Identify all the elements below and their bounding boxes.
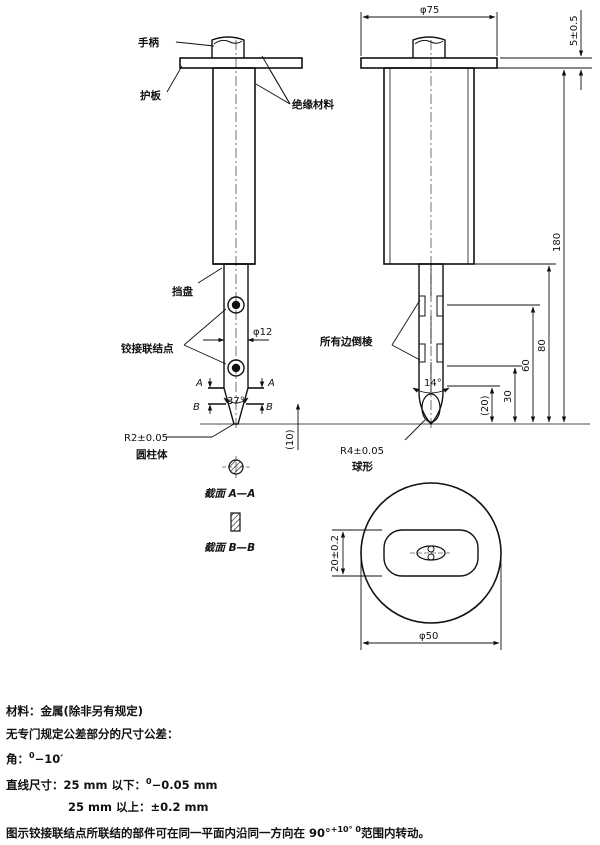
- angle-sup: 0: [29, 751, 35, 760]
- guard-plate-right: [360, 57, 498, 69]
- section-a-marker-right: A: [267, 378, 275, 389]
- angle-tolerance-note: 角：0−10′: [6, 745, 596, 771]
- length-10-dim: (10): [285, 429, 296, 450]
- rotation-note: 图示铰接联结点所联结的部件可在同一平面内沿同一方向在 90°+10° 0范围内转…: [6, 819, 596, 845]
- rotation-prefix: 图示铰接联结点所联结的部件可在同一平面内沿同一方向在 90°: [6, 825, 331, 840]
- ball-radius-dim: R4±0.05: [340, 446, 384, 457]
- handle-shaft-right: [412, 36, 446, 58]
- plate-thickness-dim: 5±0.5: [569, 15, 580, 46]
- linear-below-value: −0.05 mm: [151, 777, 218, 792]
- guard-plate: [179, 57, 303, 69]
- slot-width-dim: 20±0.2: [330, 535, 341, 572]
- section-b-marker-right: B: [266, 402, 273, 413]
- guard-plate-label: 护板: [140, 89, 161, 102]
- insulating-material-label: 绝缘材料: [292, 98, 334, 111]
- chamfer-angle-dim: 14°: [424, 378, 442, 389]
- section-aa-label: 截面 A—A: [204, 487, 255, 500]
- material-note: 材料：金属(除非另有规定): [6, 704, 144, 718]
- handle-shaft: [211, 36, 245, 58]
- left-view: [179, 36, 303, 430]
- joints-label: 铰接联结点: [121, 342, 174, 355]
- linear-below-note: 直线尺寸：25 mm 以下：0−0.05 mm: [6, 771, 596, 797]
- length-30-dim: 30: [503, 390, 514, 403]
- rotation-sup: +10° 0: [330, 824, 361, 834]
- total-length-dim: 180: [552, 233, 563, 252]
- angle-prefix: 角：: [6, 752, 29, 766]
- linear-prefix: 直线尺寸：: [6, 777, 64, 792]
- bottom-view: [360, 482, 502, 624]
- notes-block: 材料：金属(除非另有规定) 无专门规定公差部分的尺寸公差： 角：0−10′ 直线…: [6, 700, 596, 844]
- slot-outline: [383, 529, 479, 577]
- length-20-dim: (20): [480, 395, 491, 416]
- linear-below-sup: 0: [145, 776, 152, 786]
- tip-angle-dim: 37°: [227, 396, 245, 407]
- insulating-body: [212, 67, 256, 265]
- all-edges-chamfered-label: 所有边倒棱: [320, 335, 373, 348]
- finger-diameter-dim: φ12: [253, 327, 272, 338]
- right-view: [360, 36, 498, 430]
- linear-above-note: 25 mm 以上：±0.2 mm: [68, 800, 209, 814]
- linear-below-label: 25 mm 以下：: [63, 777, 146, 792]
- section-b-marker: B: [193, 402, 200, 413]
- plate-width-dim: φ75: [420, 5, 439, 16]
- insulating-body-right: [383, 67, 475, 265]
- section-bb-drawing: [230, 512, 241, 532]
- test-finger-drawing: 手柄 护板 绝缘材料 挡盘 铰接联结点 φ12 A A B B 37° R2±0…: [121, 5, 592, 650]
- section-bb-label: 截面 B—B: [204, 541, 255, 554]
- stop-face-label: 挡盘: [172, 285, 193, 298]
- tip-radius-dim: R2±0.05: [124, 433, 168, 444]
- rotation-suffix: 范围内转动。: [360, 825, 430, 840]
- cylindrical-label: 圆柱体: [136, 448, 168, 461]
- base-diameter-dim: φ50: [419, 631, 438, 642]
- handle-label: 手柄: [138, 36, 159, 49]
- section-a-marker: A: [195, 378, 203, 389]
- length-80-dim: 80: [537, 339, 548, 352]
- tolerance-intro-note: 无专门规定公差部分的尺寸公差：: [6, 726, 179, 741]
- spherical-label: 球形: [352, 460, 373, 473]
- angle-value: −10′: [34, 752, 64, 766]
- section-aa-drawing: [222, 456, 250, 478]
- length-60-dim: 60: [521, 359, 532, 372]
